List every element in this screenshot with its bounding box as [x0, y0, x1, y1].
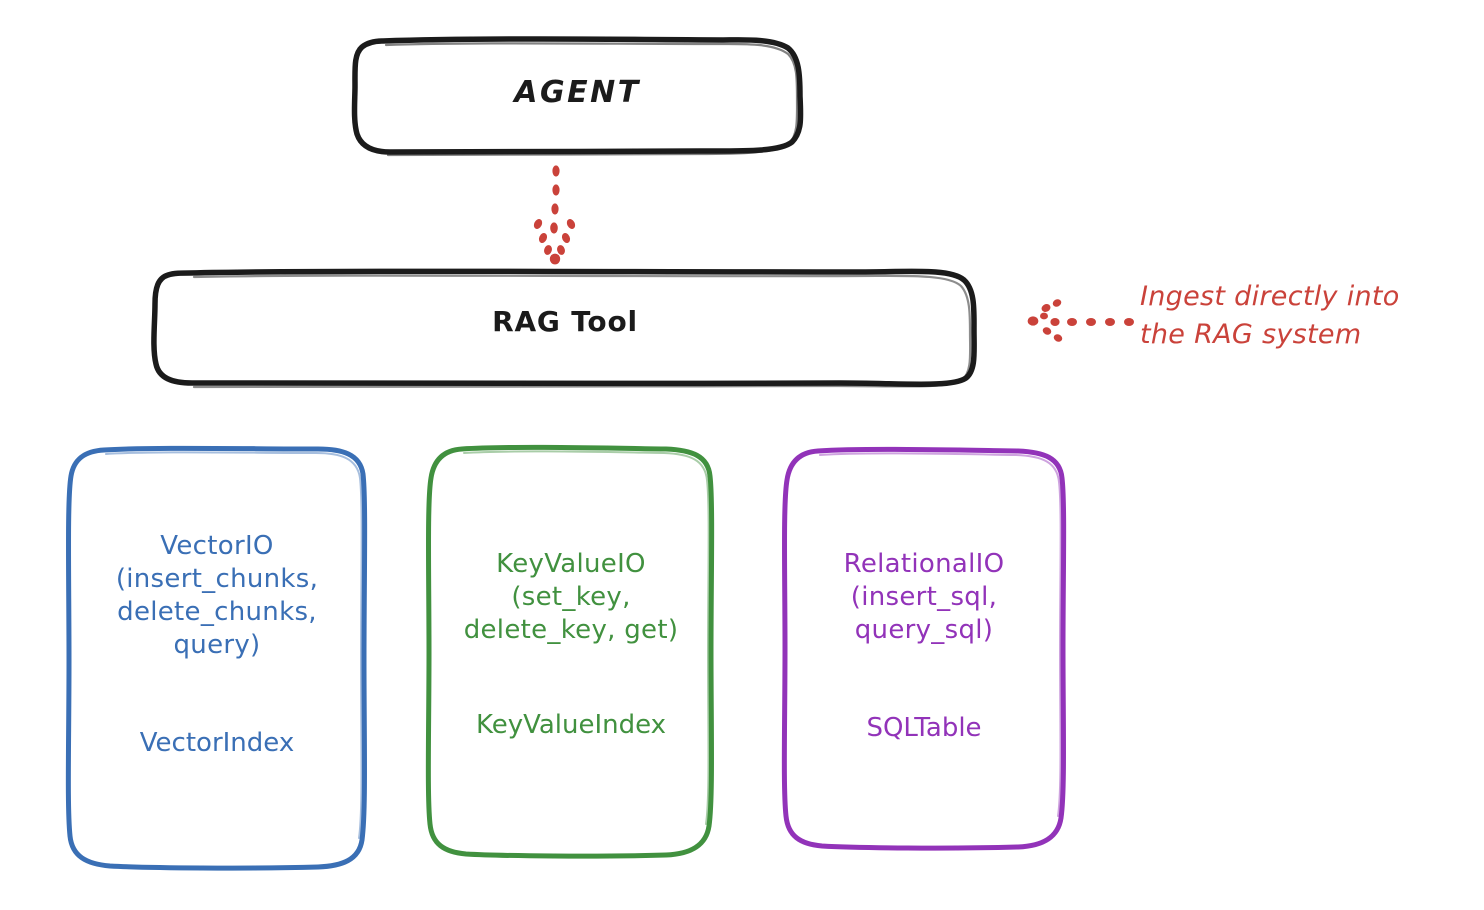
key-value-io-api-label: KeyValueIO (set_key, delete_key, get) [463, 549, 679, 645]
rag-tool-node[interactable] [151, 268, 977, 389]
relational-io-box-outline [781, 446, 1067, 851]
vector-io-api-label: VectorIO (insert_chunks, delete_chunks, … [115, 531, 319, 660]
key-value-io-box-outline [425, 444, 715, 859]
relational-io-box-outline-shadow [819, 452, 1062, 817]
vector-io-box-outline-shadow [105, 451, 363, 839]
agent-to-rag-connector [533, 165, 576, 265]
ingest-annotation-text: Ingest directly into the RAG system [1140, 281, 1400, 350]
key-value-index-label: KeyValueIndex [475, 710, 667, 740]
rag-tool-box-outline [151, 268, 977, 387]
agent-box-outline-shadow [384, 42, 799, 157]
agent-box-outline [351, 36, 804, 155]
agent-label: AGENT [514, 75, 641, 110]
sql-table-label: SQLTable [866, 713, 982, 743]
rag-tool-box-outline-shadow [192, 274, 972, 389]
rag-tool-label: RAG Tool [492, 305, 638, 338]
vector-index-label: VectorIndex [139, 728, 295, 758]
key-value-io-node[interactable] [425, 444, 715, 859]
key-value-io-box-outline-shadow [463, 450, 710, 825]
vector-io-node[interactable] [65, 445, 368, 871]
agent-node[interactable] [351, 36, 804, 157]
ingest-to-rag-connector [1027, 299, 1134, 342]
relational-io-api-label: RelationalIO (insert_sql, query_sql) [843, 549, 1005, 645]
vector-io-box-outline [65, 445, 368, 871]
relational-io-node[interactable] [781, 446, 1067, 851]
